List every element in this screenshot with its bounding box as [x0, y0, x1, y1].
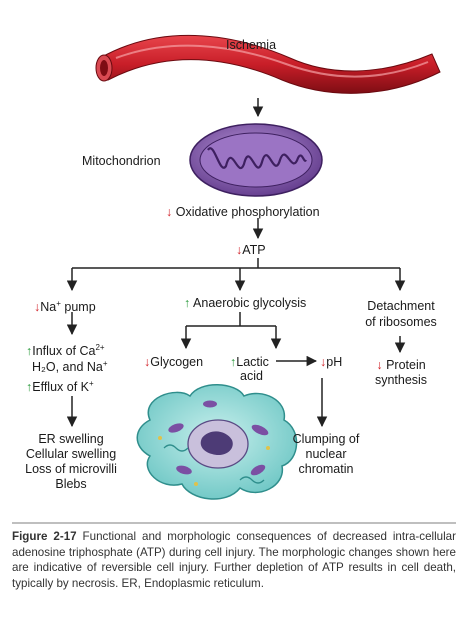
down-arrow-icon: ↓ — [376, 358, 383, 372]
clumping-label-3: chromatin — [298, 462, 354, 476]
down-arrow-icon: ↓ — [144, 355, 151, 369]
clumping-label-1: Clumping of — [292, 432, 360, 446]
down-arrow-icon: ↓ — [320, 355, 327, 369]
detachment-label-1: Detachment — [367, 299, 435, 313]
efflux-label: ↑Efflux of K+ — [26, 379, 94, 395]
glycogen-label: ↓Glycogen — [144, 355, 204, 369]
protein-label-2: synthesis — [374, 373, 428, 387]
up-arrow-icon: ↑ — [184, 296, 191, 310]
diagram-artwork — [66, 34, 441, 500]
er-swelling-label: ER swelling — [38, 432, 104, 446]
lactic-acid-label-2: acid — [240, 369, 263, 383]
cell-illustration — [136, 384, 298, 500]
influx-label: ↑Influx of Ca2+ — [26, 343, 105, 359]
figure-number: Figure 2-17 — [12, 530, 77, 543]
ischemia-label: Ischemia — [226, 38, 277, 52]
caption-divider — [12, 522, 456, 524]
influx-label-2: H₂O, and Na+ — [32, 359, 108, 375]
detachment-label-2: of ribosomes — [365, 315, 437, 329]
loss-microvilli-label: Loss of microvilli — [25, 462, 117, 476]
down-arrow-icon: ↓ — [166, 205, 173, 219]
cellular-swelling-label: Cellular swelling — [25, 447, 117, 461]
mitochondrion-illustration — [189, 123, 323, 197]
up-arrow-icon: ↑ — [26, 344, 33, 359]
artery-illustration — [95, 34, 441, 94]
atp-label: ↓ATP — [236, 243, 266, 257]
branch-lines — [66, 258, 406, 428]
anaerobic-label: ↑ Anaerobic glycolysis — [184, 296, 307, 310]
down-arrow-icon: ↓ — [34, 300, 41, 315]
lactic-acid-label: ↑Lactic — [230, 355, 269, 369]
figure-caption: Figure 2-17 Functional and morphologic c… — [12, 529, 456, 591]
caption-text: Functional and morphologic consequences … — [12, 530, 456, 590]
down-arrow-icon: ↓ — [236, 243, 243, 257]
blebs-label: Blebs — [55, 477, 87, 491]
protein-label-1: ↓ Protein — [376, 358, 426, 372]
up-arrow-icon: ↑ — [26, 380, 33, 395]
up-arrow-icon: ↑ — [230, 355, 237, 369]
clumping-label-2: nuclear — [305, 447, 347, 461]
ph-label: ↓pH — [320, 355, 343, 369]
mitochondrion-label: Mitochondrion — [82, 154, 161, 168]
oxphos-label: ↓ Oxidative phosphorylation — [166, 205, 320, 219]
na-pump-label: ↓Na+ pump — [34, 299, 96, 315]
